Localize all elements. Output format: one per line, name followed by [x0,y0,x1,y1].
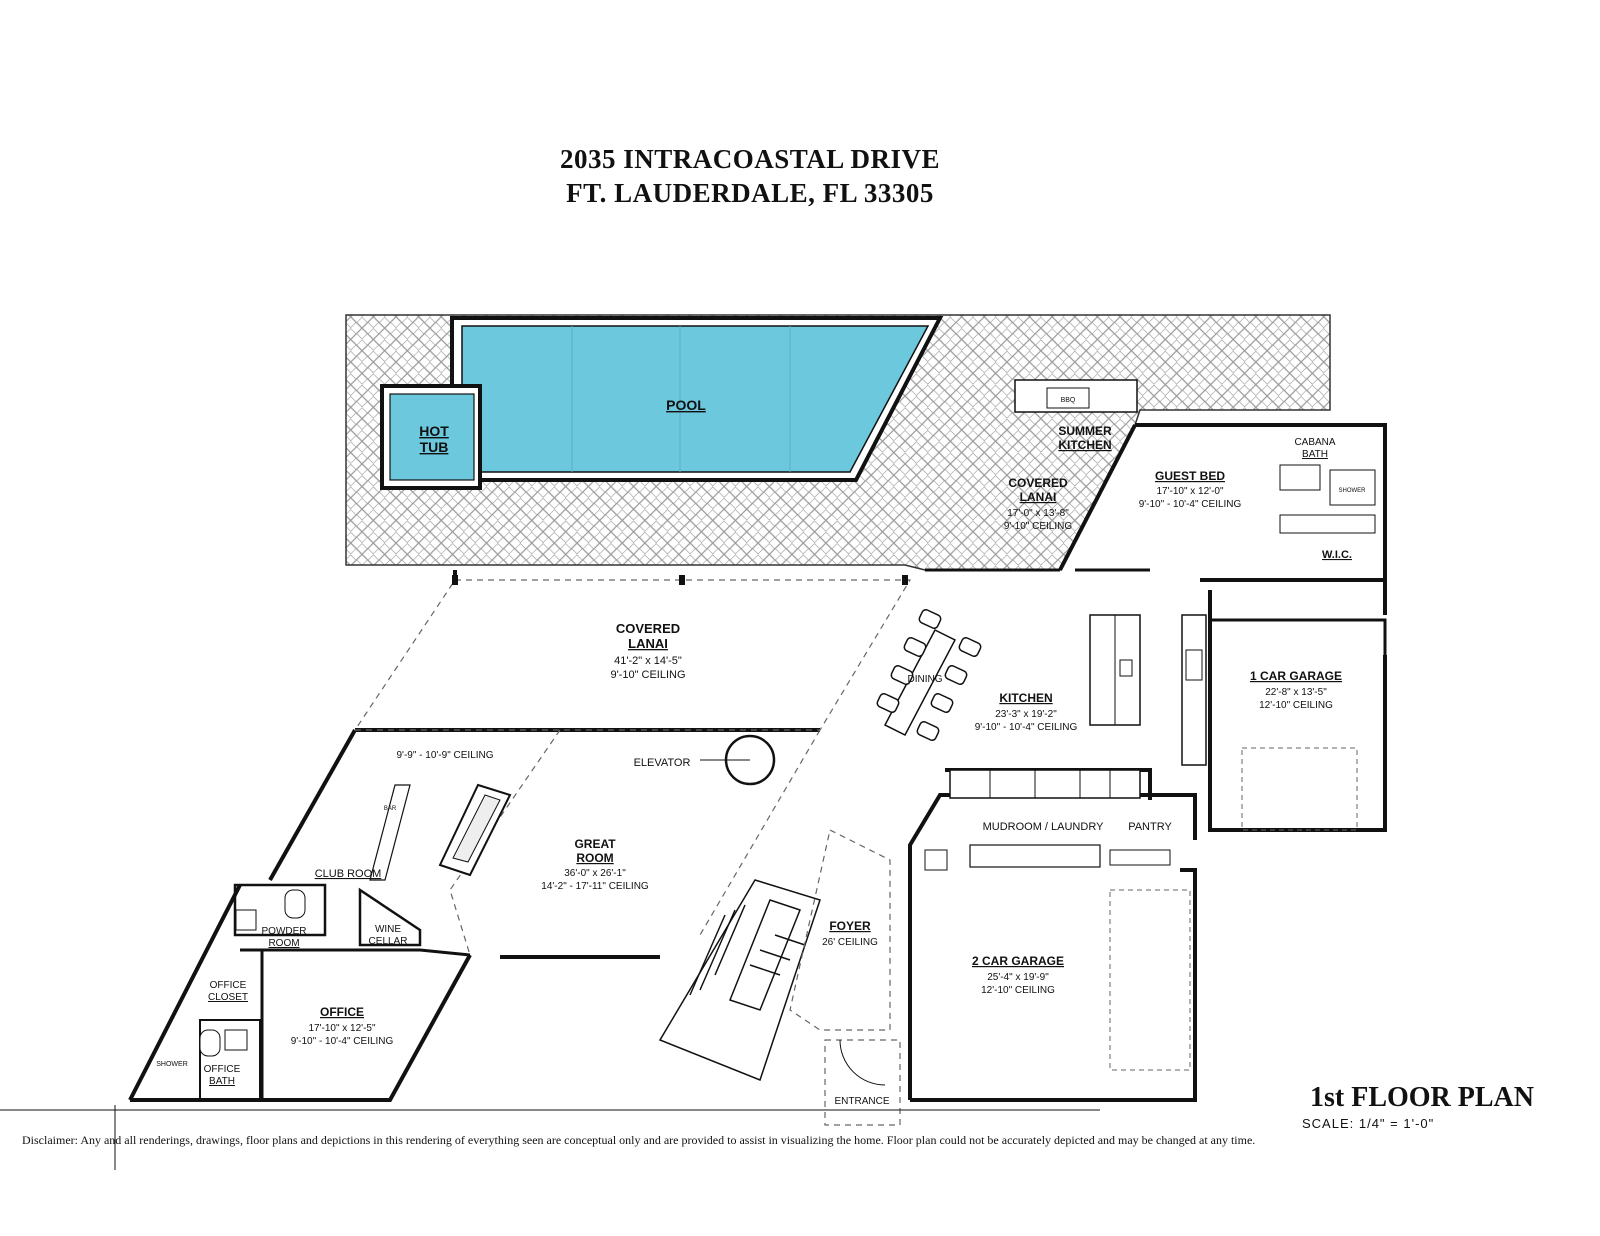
label-office-dim: 17'-10" x 12'-5" [308,1023,376,1034]
label-garage-2-ceiling: 12'-10" CEILING [981,985,1055,996]
label-bbq: BBQ [1061,397,1076,404]
kitchen-wall-counter [1181,614,1207,766]
label-club-room: CLUB ROOM [315,868,382,880]
label-summer-kitchen-2: KITCHEN [1058,438,1111,452]
label-foyer-ceiling: 26' CEILING [822,937,878,948]
label-bar: BAR [384,806,397,812]
kitchen-counter [949,769,1141,799]
label-dining: DINING [908,674,943,685]
label-office-closet-1: OFFICE [210,980,247,991]
label-lanai-small-2: LANAI [1020,490,1057,504]
label-kitchen-ceiling: 9'-10" - 10'-4" CEILING [975,722,1078,733]
label-shower-cabana: SHOWER [1339,488,1367,494]
staircase [658,879,821,1081]
entrance-porch [824,1039,901,1126]
address-line1: 2035 INTRACOASTAL DRIVE [559,144,941,174]
label-pantry: PANTRY [1128,821,1172,833]
label-lanai-small-dim: 17'-0" x 13'-8" [1007,508,1069,519]
label-great-room-ceiling: 14'-2" - 17'-11" CEILING [541,881,649,892]
label-lanai-small-1: COVERED [1008,476,1068,490]
label-kitchen-dim: 23'-3" x 19'-2" [995,709,1057,720]
label-lanai-large-dim: 41'-2" x 14'-5" [614,655,682,667]
label-office: OFFICE [320,1005,364,1019]
label-guest-bed-ceiling: 9'-10" - 10'-4" CEILING [1139,499,1242,510]
bar-counter [369,784,411,881]
hot-tub [389,393,475,481]
label-office-bath-2: BATH [209,1076,235,1087]
label-wic: W.I.C. [1322,549,1352,561]
label-guest-bed-dim: 17'-10" x 12'-0" [1156,486,1224,497]
label-great-room-dim: 36'-0" x 26'-1" [564,868,626,879]
label-garage-1-dim: 22'-8" x 13'-5" [1265,687,1327,698]
label-garage-2: 2 CAR GARAGE [972,954,1064,968]
label-lanai-large-ceiling: 9'-10" CEILING [610,669,685,681]
label-summer-kitchen-1: SUMMER [1058,424,1112,438]
label-hot-tub-2: TUB [420,439,449,455]
plan-title: 1st FLOOR PLAN [1310,1082,1534,1113]
garage-1-door [1241,747,1358,831]
label-elevator: ELEVATOR [634,757,691,769]
laundry-counter [969,844,1101,868]
label-shower-office: SHOWER [156,1061,188,1068]
disclaimer: Disclaimer: Any and all renderings, draw… [22,1133,1256,1147]
label-garage-1: 1 CAR GARAGE [1250,669,1342,683]
powder-room [233,883,327,937]
label-powder-1: POWDER [262,926,307,937]
label-office-bath-1: OFFICE [204,1064,241,1075]
label-office-closet-2: CLOSET [208,992,248,1003]
label-pool: POOL [666,397,706,413]
label-kitchen: KITCHEN [999,691,1052,705]
label-lanai-large-1: COVERED [616,621,680,636]
wine-cellar [358,887,422,947]
label-lanai-small-ceiling: 9'-10" CEILING [1004,521,1072,532]
label-office-ceiling: 9'-10" - 10'-4" CEILING [291,1036,394,1047]
label-mudroom: MUDROOM / LAUNDRY [983,821,1104,833]
label-great-room-2: ROOM [576,851,613,865]
label-cabana-1: CABANA [1294,437,1335,448]
address-line2: FT. LAUDERDALE, FL 33305 [566,178,934,208]
label-foyer: FOYER [829,919,871,933]
bbq-grill [1046,387,1090,409]
label-wine-2: CELLAR [369,936,408,947]
office-bath [199,1019,261,1101]
label-great-room-1: GREAT [574,837,616,851]
label-lanai-large-2: LANAI [628,636,668,651]
dining-set [876,608,982,742]
scale-note: SCALE: 1/4" = 1'-0" [1302,1116,1435,1131]
label-guest-bed: GUEST BED [1155,469,1225,483]
garage-2-door [1109,889,1191,1071]
label-hot-tub-1: HOT [419,423,449,439]
label-powder-2: ROOM [268,938,299,949]
label-garage-1-ceiling: 12'-10" CEILING [1259,700,1333,711]
label-cabana-2: BATH [1302,449,1328,460]
label-wine-1: WINE [375,924,401,935]
label-entrance: ENTRANCE [834,1096,889,1107]
label-garage-2-dim: 25'-4" x 19'-9" [987,972,1049,983]
label-club-ceiling: 9'-9" - 10'-9" CEILING [396,750,493,761]
